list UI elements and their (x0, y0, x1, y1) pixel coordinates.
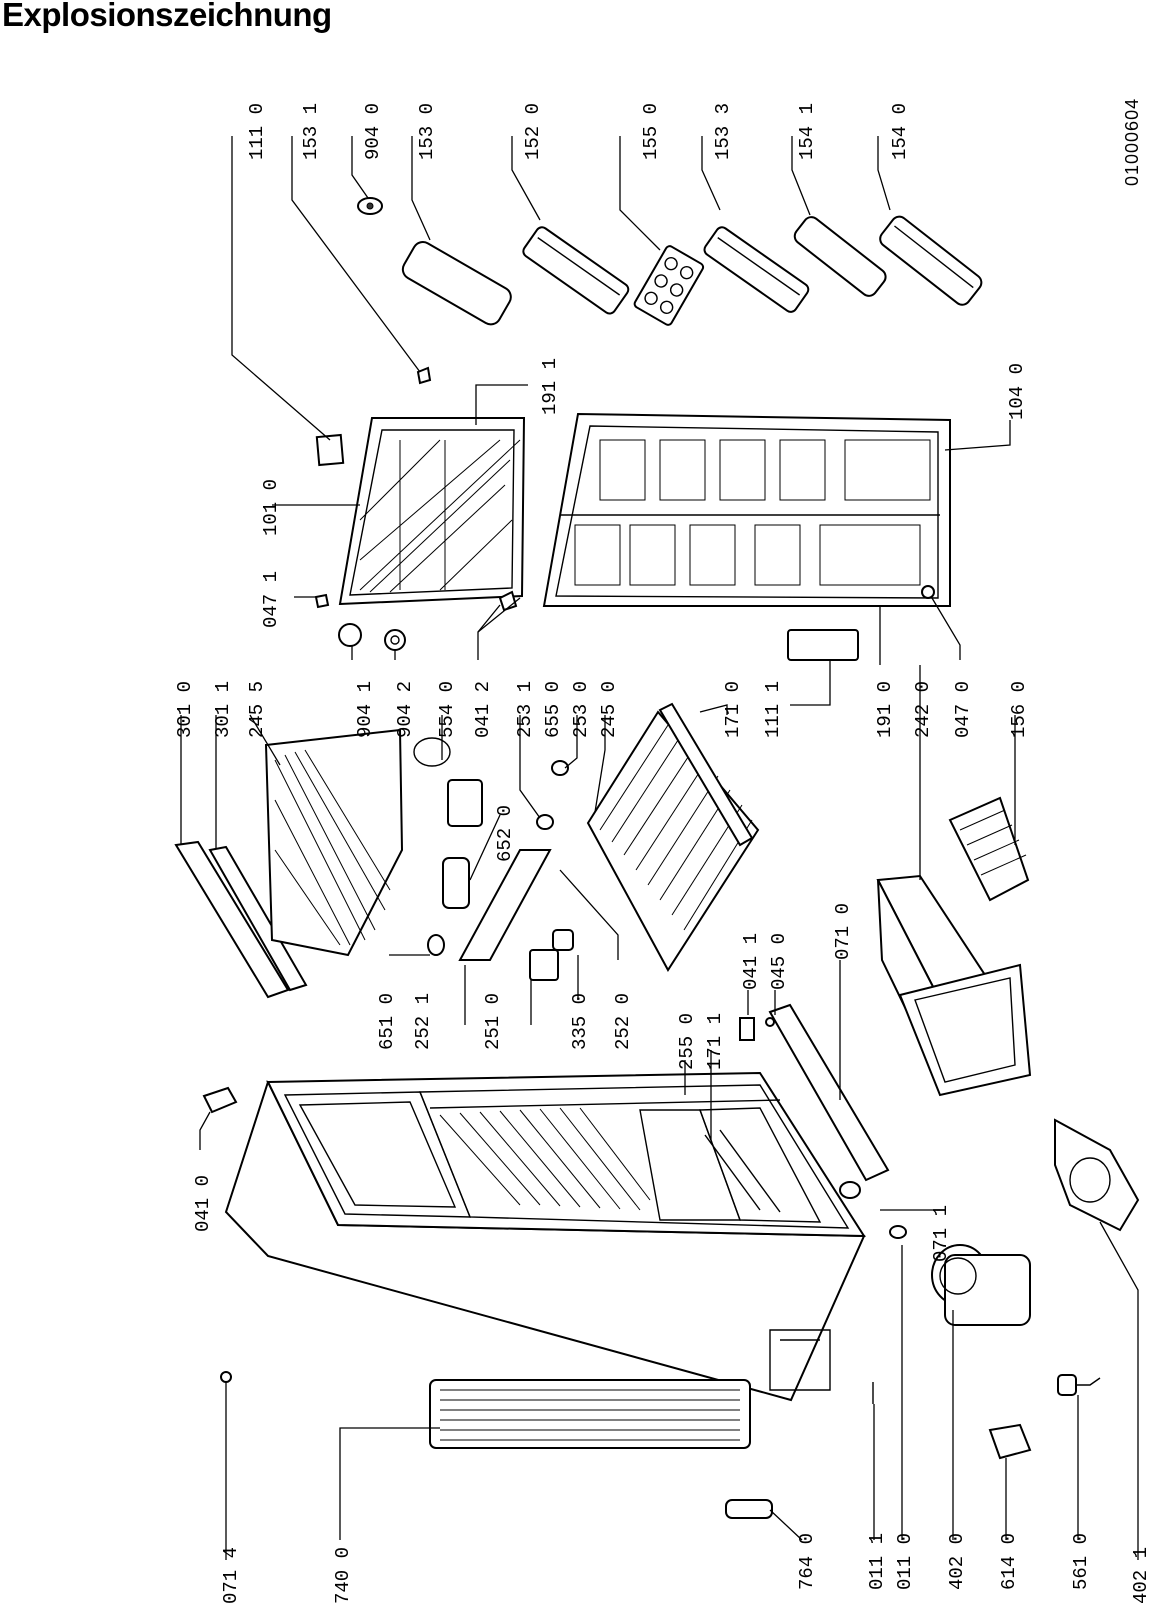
part-label: 655 0 (542, 681, 564, 738)
compressor (931, 1118, 1140, 1326)
part-label: 651 0 (376, 993, 398, 1050)
part-label: 041 2 (472, 681, 494, 738)
small-hardware (202, 1017, 907, 1519)
top-cover (174, 728, 404, 999)
part-label: 111 1 (762, 681, 784, 738)
part-label: 154 1 (796, 103, 818, 160)
part-label: 740 0 (332, 1547, 354, 1604)
cabinet-body (224, 1071, 866, 1402)
part-label: 152 0 (522, 103, 544, 160)
door-shelves (357, 197, 983, 385)
part-label: 245 0 (598, 681, 620, 738)
part-label: 156 0 (1008, 681, 1030, 738)
part-label: 904 1 (354, 681, 376, 738)
part-label: 153 3 (712, 103, 734, 160)
part-label: 652 0 (494, 805, 516, 862)
part-label: 335 0 (569, 993, 591, 1050)
part-label: 251 0 (482, 993, 504, 1050)
part-label: 071 0 (832, 903, 854, 960)
part-label: 764 0 (796, 1533, 818, 1590)
part-label: 255 0 (676, 1013, 698, 1070)
part-label: 101 0 (260, 479, 282, 536)
part-label: 041 0 (192, 1175, 214, 1232)
part-label: 402 0 (946, 1533, 968, 1590)
part-label: 191 0 (874, 681, 896, 738)
drawing-code: 01000604 (1122, 98, 1142, 186)
part-label: 045 0 (768, 933, 790, 990)
part-label: 011 1 (866, 1533, 888, 1590)
part-label: 153 0 (416, 103, 438, 160)
part-label: 071 1 (930, 1205, 952, 1262)
part-label: 253 1 (514, 681, 536, 738)
part-label: 614 0 (998, 1533, 1020, 1590)
part-label: 904 0 (362, 103, 384, 160)
part-label: 554 0 (436, 681, 458, 738)
part-label: 242 0 (912, 681, 934, 738)
crisper-drawers (876, 796, 1032, 1097)
part-label: 011 0 (894, 1533, 916, 1590)
part-label: 041 1 (740, 933, 762, 990)
part-label: 154 0 (889, 103, 911, 160)
part-label: 047 1 (260, 571, 282, 628)
part-label: 252 1 (412, 993, 434, 1050)
electrical-parts (988, 1374, 1101, 1460)
part-label: 191 1 (539, 358, 561, 415)
part-label: 301 0 (174, 681, 196, 738)
part-label: 561 0 (1070, 1533, 1092, 1590)
part-label: 252 0 (612, 993, 634, 1050)
page-title: Explosionszeichnung (2, 0, 332, 33)
part-label: 111 0 (246, 103, 268, 160)
condenser (429, 1379, 751, 1449)
part-label: 104 0 (1006, 363, 1028, 420)
part-label: 155 0 (640, 103, 662, 160)
door-lower (542, 412, 951, 607)
part-label: 071 4 (220, 1547, 242, 1604)
part-label: 171 0 (722, 681, 744, 738)
part-label: 253 0 (570, 681, 592, 738)
leader-lines (180, 136, 1139, 1560)
door-upper (315, 417, 526, 606)
part-label: 245 5 (246, 681, 268, 738)
part-label: 301 1 (212, 681, 234, 738)
part-label: 904 2 (394, 681, 416, 738)
part-label: 171 1 (704, 1013, 726, 1070)
glass-shelves (586, 629, 890, 1182)
part-label: 047 0 (952, 681, 974, 738)
part-label: 402 1 (1130, 1547, 1152, 1604)
part-labels: 111 0 153 1 904 0 153 0 152 0 155 0 153 … (174, 103, 1152, 1604)
part-label: 153 1 (300, 103, 322, 160)
